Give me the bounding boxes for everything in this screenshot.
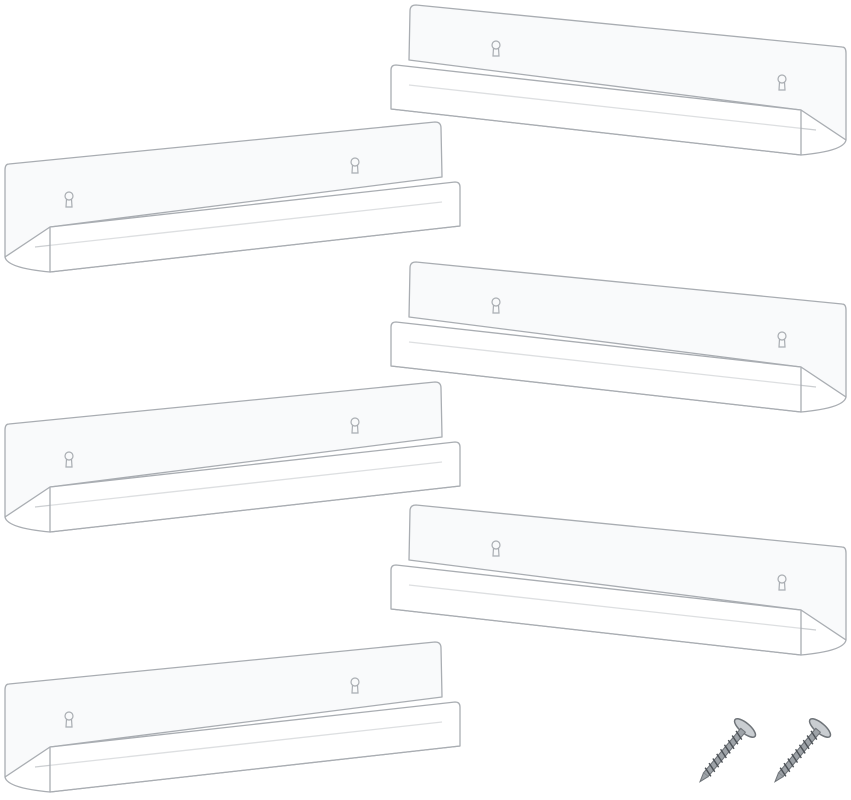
- acrylic-shelf: [390, 504, 847, 656]
- acrylic-shelf: [390, 4, 847, 156]
- keyhole-icon: [350, 417, 360, 434]
- acrylic-shelf: [4, 641, 461, 793]
- shelf-front-lip: [390, 321, 802, 413]
- shelf-front-lip: [390, 564, 802, 656]
- keyhole-icon: [777, 74, 787, 91]
- keyhole-icon: [350, 677, 360, 694]
- shelf-base-inner-edge: [408, 341, 817, 388]
- shelf-front-lip: [49, 181, 461, 273]
- acrylic-shelf: [390, 261, 847, 413]
- shelf-front-lip: [49, 441, 461, 533]
- shelf-front-lip: [49, 701, 461, 793]
- acrylic-shelf: [4, 381, 461, 533]
- keyhole-icon: [64, 711, 74, 728]
- shelf-back-panel: [4, 641, 443, 778]
- shelf-back-panel: [4, 121, 443, 258]
- shelf-back-panel: [408, 504, 847, 641]
- keyhole-icon: [491, 297, 501, 314]
- keyhole-icon: [777, 331, 787, 348]
- keyhole-icon: [64, 191, 74, 208]
- shelf-front-lip: [390, 64, 802, 156]
- shelf-back-panel: [408, 261, 847, 398]
- shelf-back-panel: [408, 4, 847, 141]
- keyhole-icon: [491, 540, 501, 557]
- screw-icon: [773, 718, 832, 783]
- screw-icon: [698, 718, 757, 783]
- shelf-base-inner-edge: [408, 584, 817, 631]
- shelf-base-inner-edge: [34, 721, 443, 768]
- acrylic-shelf: [4, 121, 461, 273]
- keyhole-icon: [777, 574, 787, 591]
- shelf-base-inner-edge: [34, 201, 443, 248]
- keyhole-icon: [350, 157, 360, 174]
- keyhole-icon: [64, 451, 74, 468]
- shelf-back-panel: [4, 381, 443, 518]
- keyhole-icon: [491, 40, 501, 57]
- shelf-base-inner-edge: [408, 84, 817, 131]
- shelf-base-inner-edge: [34, 461, 443, 508]
